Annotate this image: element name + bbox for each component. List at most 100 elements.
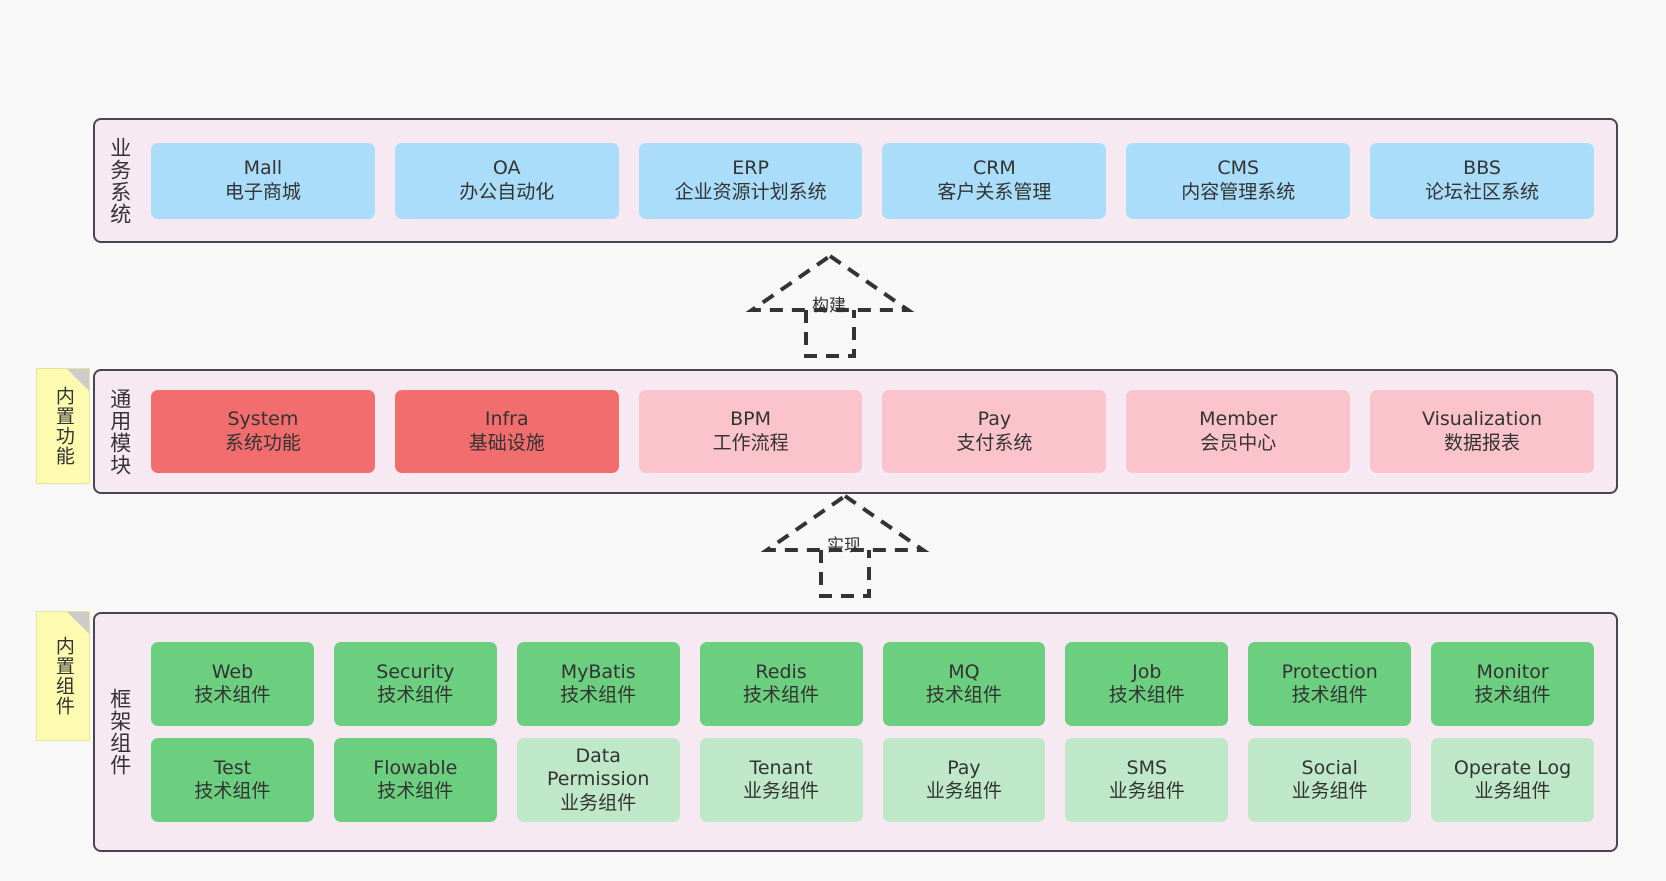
- card-subtitle: 技术组件: [1474, 684, 1551, 706]
- arrow-implement-label: 实现: [827, 536, 861, 556]
- card-title: Tenant: [749, 756, 813, 779]
- card-system[interactable]: System 系统功能: [151, 390, 375, 473]
- card-title: System: [227, 408, 299, 431]
- card-title: CRM: [972, 157, 1016, 180]
- card-pay[interactable]: Pay 支付系统: [882, 390, 1107, 473]
- card-sms[interactable]: SMS 业务组件: [1065, 738, 1229, 822]
- card-subtitle: 技术组件: [377, 780, 454, 802]
- card-title: CMS: [1217, 157, 1260, 180]
- card-row: Test 技术组件 Flowable 技术组件 Data Permission …: [151, 738, 1594, 822]
- layer-title-business: 业务系统: [107, 136, 132, 225]
- card-subtitle: 技术组件: [560, 684, 637, 706]
- card-job[interactable]: Job 技术组件: [1065, 642, 1229, 726]
- card-subtitle: 技术组件: [377, 684, 454, 706]
- card-title: Flowable: [373, 756, 458, 779]
- card-title: MyBatis: [560, 660, 636, 683]
- card-subtitle: 数据报表: [1444, 431, 1521, 454]
- card-subtitle: 内容管理系统: [1181, 180, 1296, 203]
- card-subtitle: 会员中心: [1200, 431, 1277, 454]
- card-title: MQ: [948, 660, 980, 683]
- card-subtitle: 系统功能: [224, 431, 301, 454]
- card-title: Test: [213, 756, 252, 779]
- card-subtitle: 业务组件: [560, 791, 637, 814]
- card-title: Data Permission: [546, 745, 650, 791]
- card-web[interactable]: Web 技术组件: [151, 642, 314, 726]
- arrow-build-glyph: [745, 253, 915, 358]
- card-pay-business[interactable]: Pay 业务组件: [882, 738, 1046, 822]
- card-title: Infra: [484, 408, 529, 431]
- card-row: Mall 电子商城 OA 办公自动化 ERP 企业资源计划系统 CRM 客户关系…: [151, 142, 1594, 219]
- card-title: Pay: [977, 408, 1012, 431]
- card-mall[interactable]: Mall 电子商城: [151, 142, 375, 219]
- card-title: Pay: [947, 756, 981, 779]
- card-operate-log[interactable]: Operate Log 业务组件: [1431, 738, 1594, 822]
- card-subtitle: 技术组件: [194, 780, 271, 802]
- folded-corner-icon: [67, 369, 89, 391]
- card-data-permission[interactable]: Data Permission 业务组件: [516, 738, 680, 822]
- card-subtitle: 基础设施: [468, 431, 545, 454]
- card-flowable[interactable]: Flowable 技术组件: [333, 738, 497, 822]
- card-visualization[interactable]: Visualization 数据报表: [1370, 390, 1594, 473]
- card-title: Security: [376, 660, 455, 683]
- card-monitor[interactable]: Monitor 技术组件: [1431, 642, 1594, 726]
- card-title: Monitor: [1476, 660, 1549, 683]
- card-subtitle: 业务组件: [1474, 780, 1551, 802]
- card-oa[interactable]: OA 办公自动化: [394, 142, 619, 219]
- card-tenant[interactable]: Tenant 业务组件: [699, 738, 863, 822]
- layer-common-modules[interactable]: 通用模块 System 系统功能 Infra 基础设施 BPM 工作流程 Pay…: [93, 369, 1618, 494]
- card-subtitle: 支付系统: [956, 431, 1033, 454]
- card-subtitle: 客户关系管理: [937, 180, 1052, 203]
- card-redis[interactable]: Redis 技术组件: [699, 642, 863, 726]
- card-member[interactable]: Member 会员中心: [1126, 390, 1351, 473]
- card-cms[interactable]: CMS 内容管理系统: [1126, 142, 1351, 219]
- card-subtitle: 业务组件: [743, 780, 820, 802]
- arrow-implement-glyph: [760, 493, 930, 598]
- sticky-note-label: 内置功能: [52, 386, 75, 466]
- card-social[interactable]: Social 业务组件: [1248, 738, 1412, 822]
- card-security[interactable]: Security 技术组件: [333, 642, 497, 726]
- card-subtitle: 办公自动化: [459, 180, 555, 203]
- card-test[interactable]: Test 技术组件: [151, 738, 314, 822]
- card-title: Mall: [243, 157, 283, 180]
- card-row: System 系统功能 Infra 基础设施 BPM 工作流程 Pay 支付系统…: [151, 390, 1594, 473]
- card-infra[interactable]: Infra 基础设施: [394, 390, 619, 473]
- card-title: Web: [211, 660, 254, 683]
- card-title: Job: [1132, 660, 1162, 683]
- sticky-note-builtin-components[interactable]: 内置组件: [36, 611, 90, 741]
- card-grid-common: System 系统功能 Infra 基础设施 BPM 工作流程 Pay 支付系统…: [143, 371, 1616, 492]
- card-subtitle: 技术组件: [1108, 684, 1185, 706]
- card-title: Social: [1301, 756, 1358, 779]
- card-erp[interactable]: ERP 企业资源计划系统: [638, 142, 863, 219]
- arrow-implement: 实现: [755, 492, 935, 598]
- arrow-build: 构建: [740, 252, 920, 358]
- card-grid-business: Mall 电子商城 OA 办公自动化 ERP 企业资源计划系统 CRM 客户关系…: [143, 120, 1616, 241]
- card-subtitle: 技术组件: [1291, 684, 1368, 706]
- card-protection[interactable]: Protection 技术组件: [1248, 642, 1412, 726]
- layer-framework-components[interactable]: 框架组件 Web 技术组件 Security 技术组件 MyBatis 技术组件…: [93, 612, 1618, 852]
- card-bpm[interactable]: BPM 工作流程: [638, 390, 863, 473]
- card-subtitle: 工作流程: [712, 431, 789, 454]
- arrow-build-label: 构建: [812, 296, 846, 316]
- sticky-note-label: 内置组件: [52, 636, 75, 716]
- layer-business-systems[interactable]: 业务系统 Mall 电子商城 OA 办公自动化 ERP 企业资源计划系统 CRM…: [93, 118, 1618, 243]
- card-crm[interactable]: CRM 客户关系管理: [882, 142, 1107, 219]
- card-subtitle: 技术组件: [743, 684, 820, 706]
- card-subtitle: 电子商城: [224, 180, 301, 203]
- layer-title-framework: 框架组件: [107, 688, 132, 776]
- layer-title-common: 通用模块: [107, 387, 132, 476]
- card-mq[interactable]: MQ 技术组件: [882, 642, 1046, 726]
- card-title: Member: [1199, 408, 1278, 431]
- card-title: OA: [492, 157, 521, 180]
- card-subtitle: 技术组件: [194, 684, 271, 706]
- card-grid-framework: Web 技术组件 Security 技术组件 MyBatis 技术组件 Redi…: [143, 614, 1616, 850]
- card-subtitle: 业务组件: [1108, 780, 1185, 802]
- card-mybatis[interactable]: MyBatis 技术组件: [516, 642, 680, 726]
- card-bbs[interactable]: BBS 论坛社区系统: [1370, 142, 1594, 219]
- folded-corner-icon: [67, 612, 89, 634]
- sticky-note-builtin-features[interactable]: 内置功能: [36, 368, 90, 484]
- card-title: Visualization: [1422, 408, 1543, 431]
- card-subtitle: 技术组件: [925, 684, 1002, 706]
- card-title: BPM: [730, 408, 772, 431]
- card-title: Protection: [1281, 660, 1378, 683]
